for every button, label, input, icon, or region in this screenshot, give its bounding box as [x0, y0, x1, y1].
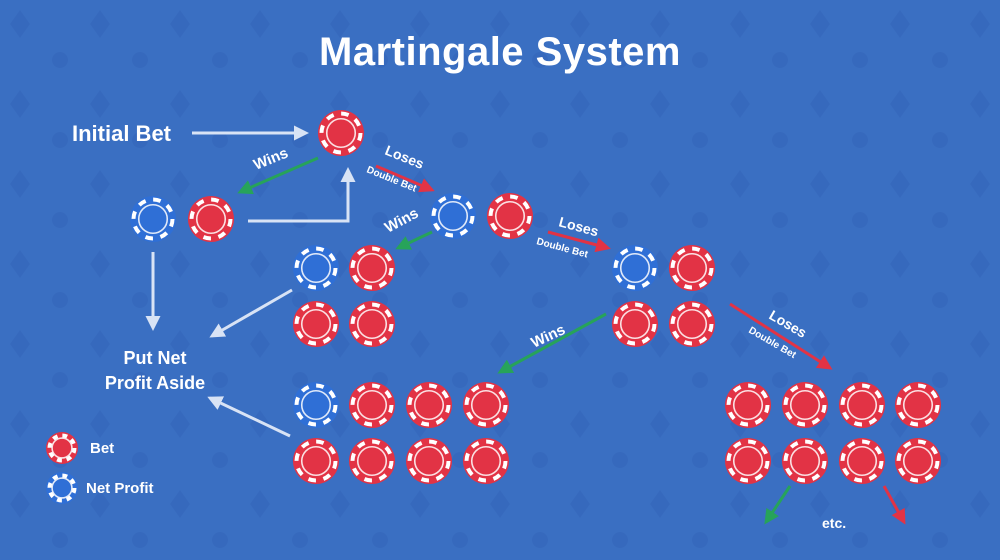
loses-arrows: [375, 164, 906, 525]
put-net-profit-label: Put Net Profit Aside: [90, 346, 220, 396]
wins-arrows: [237, 156, 792, 525]
bet-chip: [839, 382, 885, 428]
loses-arrow-3: [729, 302, 833, 370]
profit-aside-arrow-3: [207, 396, 291, 438]
wins-arrow-1: [237, 156, 319, 195]
bet-chip: [782, 438, 828, 484]
legend-net-profit-label: Net Profit: [86, 480, 154, 497]
profit-chip: [293, 382, 339, 428]
profit-chip: [130, 196, 176, 242]
bet-chip: [782, 382, 828, 428]
legend-bet-chip: [46, 432, 78, 464]
legend-profit-chip: [46, 472, 78, 504]
profit-chip: [612, 245, 658, 291]
bet-chip: [406, 438, 452, 484]
bet-chip: [612, 301, 658, 347]
wins-arrow-4: [764, 485, 792, 525]
return-to-bet-arrow: [248, 167, 356, 223]
bet-chip: [463, 438, 509, 484]
bet-chip: [349, 382, 395, 428]
bet-chip: [895, 382, 941, 428]
bet-chip: [725, 382, 771, 428]
bet-chip: [487, 193, 533, 239]
bet-chip: [293, 438, 339, 484]
etc-label: etc.: [822, 515, 846, 531]
bet-chip: [669, 245, 715, 291]
wins-arrow-2: [395, 230, 433, 250]
loses-arrow-1: [375, 164, 435, 193]
bet-chip: [349, 438, 395, 484]
bet-chip: [725, 438, 771, 484]
loses-arrow-4: [882, 485, 906, 525]
page-title: Martingale System: [319, 30, 681, 74]
legend-bet-label: Bet: [90, 440, 115, 457]
bet-chip: [318, 110, 364, 156]
put-net-line1: Put Net: [123, 348, 187, 368]
bet-chip: [463, 382, 509, 428]
bet-chip: [839, 438, 885, 484]
bet-chip: [188, 196, 234, 242]
chips-layer: [46, 110, 941, 504]
loses-arrow-2: [547, 230, 611, 253]
bet-chip: [406, 382, 452, 428]
bet-chip: [293, 301, 339, 347]
profit-chip: [293, 245, 339, 291]
bet-chip: [895, 438, 941, 484]
bet-chip: [669, 301, 715, 347]
profit-aside-arrow-2: [209, 288, 293, 338]
bet-chip: [349, 245, 395, 291]
profit-chip: [430, 193, 476, 239]
put-net-line2: Profit Aside: [104, 373, 206, 393]
bet-chip: [349, 301, 395, 347]
neutral-arrows: [145, 125, 356, 438]
wins-arrow-3: [497, 312, 607, 374]
initial-bet-label: Initial Bet: [72, 121, 172, 146]
